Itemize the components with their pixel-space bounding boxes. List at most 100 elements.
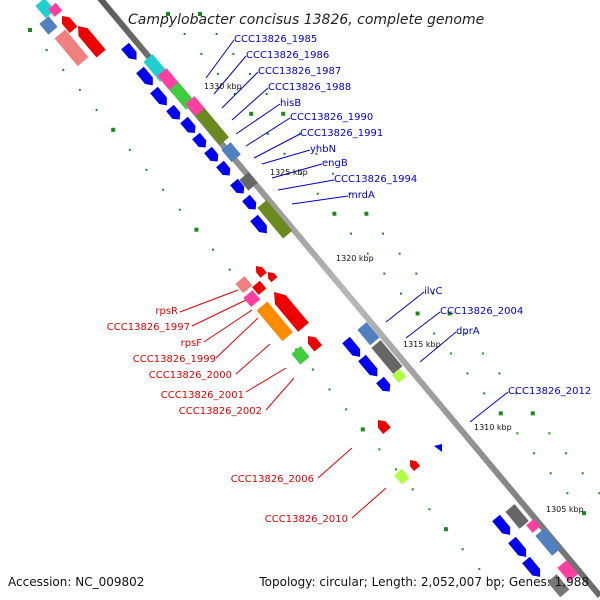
gene-label[interactable]: ilvC [424, 286, 442, 297]
gene-label[interactable]: CCC13826_2004 [440, 306, 523, 317]
gene-dprA-feature [392, 368, 407, 383]
tick-dot [200, 52, 203, 55]
tick-dot [449, 352, 452, 355]
gene-grey2-feature [230, 178, 245, 194]
gene-label[interactable]: mrdA [348, 190, 375, 201]
gene-2000b-feature [308, 336, 323, 352]
gene-label[interactable]: CCC13826_1991 [300, 128, 383, 139]
gene-label[interactable]: CCC13826_1999 [133, 354, 216, 365]
tick-dot [481, 352, 484, 355]
gene-small-blue-feature [434, 444, 442, 452]
gene-top-salmon-feature [54, 29, 89, 67]
scale-label: 1325 kbp [270, 168, 308, 177]
gene-top-red-feature [62, 16, 78, 34]
gene-2010b-feature [394, 468, 410, 485]
tick-dot [400, 292, 402, 295]
tick-dot [466, 372, 469, 375]
gene-label[interactable]: engB [322, 158, 348, 169]
forward-gene-labels: CCC13826_1985 CCC13826_1986 CCC13826_198… [234, 34, 591, 397]
scale-label: 1310 kbp [474, 423, 512, 432]
gene-1305-grey-feature [505, 504, 529, 529]
tick-dot [233, 92, 236, 95]
gene-hisB-feature [195, 108, 229, 146]
gene-label[interactable]: rpsF [181, 338, 203, 349]
gene-2010-feature [410, 460, 421, 472]
map-title: Campylobacter concisus 13826, complete g… [128, 12, 484, 28]
gene-top-red2-feature [78, 26, 106, 58]
gene-1990-feature [166, 104, 181, 120]
gene-label[interactable]: hisB [280, 98, 301, 109]
tick-dot [461, 548, 464, 551]
tick-dot [383, 272, 386, 275]
gene-label[interactable]: CCC13826_1994 [334, 174, 417, 185]
reverse-genes-track [35, 0, 442, 485]
gene-label[interactable]: CCC13826_2002 [179, 406, 262, 417]
gene-label[interactable]: CCC13826_2000 [149, 370, 232, 381]
tick-dot [198, 12, 202, 16]
gene-rpsF-feature [252, 280, 267, 295]
gene-label[interactable]: CCC13826_2012 [508, 386, 591, 397]
tick-dot [483, 392, 486, 395]
tick-dot [183, 33, 186, 35]
scale-labels: 1330 kbp 1325 kbp 1320 kbp 1315 kbp 1310… [204, 82, 584, 514]
gene-engB-feature [192, 132, 207, 148]
scale-label: 1315 kbp [403, 340, 441, 349]
gene-grey3-feature [242, 194, 257, 210]
gene-2000-feature [256, 301, 294, 342]
tick-dot [162, 188, 165, 191]
tick-dot [62, 68, 65, 71]
scale-label: 1330 kbp [204, 82, 242, 91]
tick-dot [582, 511, 586, 516]
tick-dot [530, 411, 535, 416]
gene-1305-steel-feature [535, 528, 562, 556]
gene-top-pink-feature [48, 2, 63, 17]
tick-dot [447, 311, 452, 316]
gene-1305-blue3-feature [522, 556, 541, 577]
tick-dot [533, 452, 536, 455]
gene-label[interactable]: CCC13826_2001 [161, 390, 244, 401]
gene-label[interactable]: CCC13826_2006 [231, 474, 314, 485]
gene-rpsR2-feature [268, 272, 278, 283]
gene-1986b-feature [136, 66, 153, 86]
gene-rpsF2-feature [243, 290, 261, 308]
tick-dot [581, 472, 584, 475]
tick-dot [178, 208, 181, 211]
gene-label[interactable]: CCC13826_1987 [258, 66, 341, 77]
tick-dot [566, 492, 569, 495]
gene-label[interactable]: CCC13826_1990 [290, 112, 373, 123]
gene-2004b-feature [358, 354, 378, 377]
gene-label[interactable]: yhbN [310, 144, 336, 155]
tick-dot [478, 568, 481, 571]
tick-dot [549, 472, 552, 475]
gene-2004-feature [371, 340, 403, 374]
tick-dot [498, 411, 503, 416]
tick-dot [364, 211, 369, 216]
gene-1999-feature [274, 292, 309, 332]
gene-label[interactable]: CCC13826_1988 [268, 82, 351, 93]
tick-dot [433, 332, 436, 335]
gene-label[interactable]: CCC13826_1997 [107, 322, 190, 333]
gene-1305-blue-feature [492, 514, 511, 535]
tick-dot [194, 227, 199, 232]
gene-label[interactable]: CCC13826_2010 [265, 514, 348, 525]
scale-label: 1320 kbp [336, 254, 374, 263]
tick-dot [95, 108, 98, 111]
tick-dot [378, 448, 381, 451]
tick-dot [111, 127, 116, 132]
gene-label[interactable]: CCC13826_1985 [234, 34, 317, 45]
accession-text: Accession: NC_009802 [8, 575, 144, 589]
gene-1994b-feature [216, 160, 231, 176]
gene-1305-pink-feature [526, 518, 541, 533]
gene-ilvC-b-feature [342, 336, 361, 357]
tick-dot [348, 192, 351, 195]
tick-dot [345, 408, 348, 411]
tick-dot [316, 192, 319, 195]
tick-dot [216, 72, 219, 75]
tick-dot [350, 232, 352, 235]
gene-label[interactable]: dprA [456, 326, 480, 337]
tick-dot [283, 152, 286, 155]
gene-label[interactable]: rpsR [155, 306, 178, 317]
gene-label[interactable]: CCC13826_1986 [246, 50, 329, 61]
reverse-leader-lines [179, 289, 387, 519]
